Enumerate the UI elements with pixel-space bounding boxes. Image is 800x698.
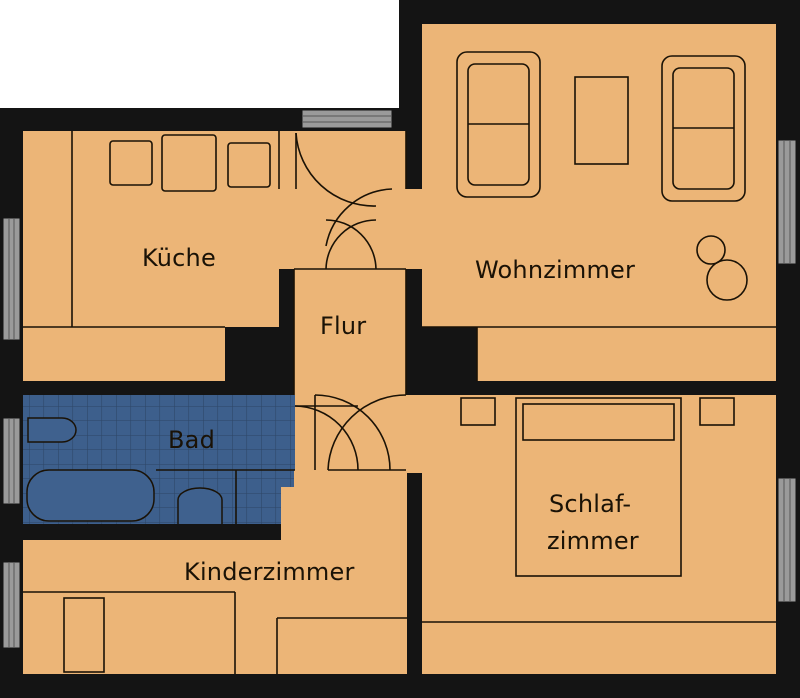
floor-wohnzimmer [422,24,776,327]
label-schlafzimmer-1: Schlaf- [549,490,631,518]
label-wohnzimmer: Wohnzimmer [475,256,635,284]
window-wohn-right [777,139,797,265]
kinder-bed [63,597,105,673]
floor-kinderzimmer [23,540,407,674]
sofa-left [456,51,541,198]
toilet-icon [27,417,77,443]
floor-wohnzimmer-lower [477,327,776,381]
flur-lines [293,268,407,395]
label-schlafzimmer-2: zimmer [547,527,639,555]
sink-icon [177,487,223,524]
label-kueche: Küche [142,244,216,272]
windows [2,109,797,649]
doors [294,131,407,471]
sofa-right [661,55,746,202]
label-flur: Flur [320,312,366,340]
floor-kueche-counter [23,327,225,381]
nightstand-left [460,397,496,426]
label-bad: Bad [168,426,215,454]
bad-fixtures [26,417,295,524]
bathtub [26,469,155,522]
stove-burner-1 [109,140,153,186]
floor-flur-upper [279,189,422,269]
round-table-small [696,235,726,265]
stove-burner-3 [227,142,271,188]
coffee-table [574,76,629,165]
nightstand-right [699,397,735,426]
round-table-large [706,259,748,301]
window-kueche-left [2,217,21,341]
bed-headboard [522,403,675,441]
room-labels: Küche Wohnzimmer Flur Bad Schlaf- zimmer… [142,244,639,586]
floor-kinder-upper [294,470,407,540]
schlafzimmer-furniture [422,397,776,623]
floor-schlaf-door [406,395,422,473]
window-kueche-top [301,109,393,129]
floor-kueche-door [279,131,406,189]
floor-schlafzimmer [422,395,776,674]
window-bad-left [2,417,21,505]
window-kinder-left [2,561,21,649]
wohnzimmer-furniture [422,51,776,381]
stove-burner-2 [161,134,217,192]
floor-kinder-stub [281,487,295,540]
kinderzimmer-furniture [23,591,407,674]
window-schlaf-right [777,477,797,603]
double-bed [515,397,682,577]
kueche-furniture [23,131,280,328]
label-kinderzimmer: Kinderzimmer [184,558,355,586]
room-floors [23,24,776,674]
